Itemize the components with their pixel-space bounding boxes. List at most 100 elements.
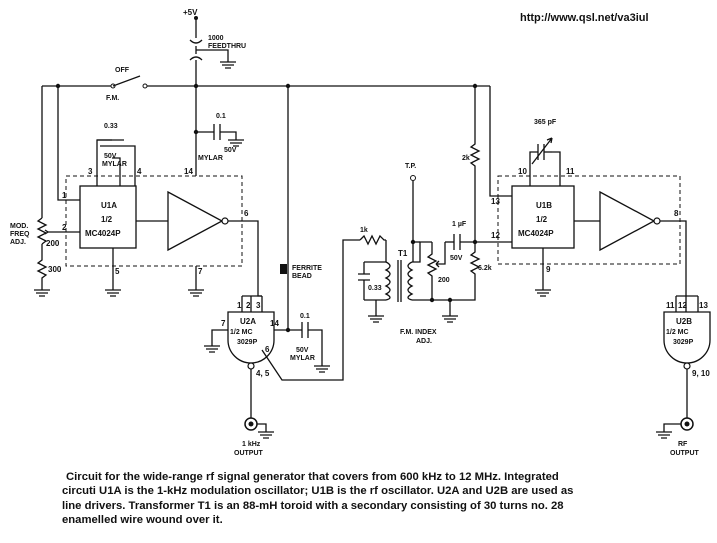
u1a-pin4: 4	[137, 167, 142, 176]
u2a-driver: U2A 1/2 MC 3029P 1 2 3 7 14 0.1 50V MYLA…	[204, 239, 360, 457]
fm-index-label-2: ADJ.	[416, 338, 432, 345]
ground-symbol	[314, 365, 330, 373]
c3-plates	[301, 322, 309, 338]
mod-label-1: MOD.	[10, 223, 28, 230]
u1a-half: 1/2	[101, 215, 113, 224]
r300-zigzag	[36, 244, 48, 290]
u1b-inverter-bubble	[653, 217, 661, 225]
supply-terminal	[194, 16, 198, 20]
supply-label: +5V	[183, 8, 198, 17]
c365-variable-arrow	[531, 137, 553, 165]
u1a-pin7: 7	[198, 267, 203, 276]
pot-200-label: 200	[46, 239, 60, 248]
c033-label: 0.33	[368, 285, 382, 292]
mod-label-2: FREQ	[10, 231, 30, 238]
u1b-name: U1B	[536, 201, 552, 210]
u1a-inverter-bubble	[221, 217, 229, 225]
u2b-gate-body	[663, 311, 711, 364]
u2b-pin12: 12	[678, 301, 687, 310]
circuit-wire	[552, 151, 561, 186]
u2a-pin2: 2	[246, 301, 251, 310]
u1a-pin5: 5	[115, 267, 120, 276]
c1-value: 0.33	[104, 123, 118, 130]
t1-core	[397, 260, 402, 302]
switch-contact-off	[142, 83, 148, 89]
feedthru-plate-bottom	[189, 56, 203, 61]
u2b-pin11: 11	[666, 301, 675, 310]
u2b-half: 1/2 MC	[666, 329, 689, 336]
caption-line-2: circuti U1A is the 1-kHz modulation osci…	[62, 485, 574, 498]
circuit-wire	[211, 329, 228, 346]
c2-rating: 50V	[224, 147, 237, 154]
t1-label: T1	[398, 249, 408, 258]
junction-dot	[248, 421, 254, 427]
u1a-output-wire	[228, 220, 262, 297]
ferrite-label-2: BEAD	[292, 273, 312, 280]
c033-symbol	[358, 262, 370, 300]
ground-symbol	[105, 289, 121, 297]
u1a-part: MC4024P	[85, 229, 121, 238]
ground-symbol	[656, 431, 672, 439]
ground-symbol	[442, 315, 458, 323]
ground-symbol	[188, 289, 204, 297]
circuit-wire	[44, 229, 49, 235]
circuit-wire	[220, 131, 237, 140]
u2a-pin3: 3	[256, 301, 261, 310]
circuit-wire	[57, 86, 80, 201]
c4-rating: 50V	[450, 255, 463, 262]
junction-dot	[285, 327, 291, 333]
out1-label-2: OUTPUT	[234, 450, 264, 457]
circuit-wire	[112, 157, 121, 186]
supply-section: +5V 1000 FEEDTHRU	[183, 8, 246, 86]
u1b-pin12: 12	[491, 231, 500, 240]
figure-caption: Circuit for the wide-range rf signal gen…	[62, 470, 708, 528]
out1-label-1: 1 kHz	[242, 441, 261, 448]
u1b-box	[511, 185, 575, 249]
feedthru-plate-top	[189, 39, 203, 44]
u1b-pin13: 13	[491, 197, 500, 206]
u1b-pin9: 9	[546, 265, 551, 274]
mod-freq-adjust: MOD. FREQ ADJ. 200 300	[10, 86, 62, 297]
c1-plates	[100, 139, 124, 147]
u2b-pin910: 9, 10	[692, 369, 710, 378]
u1a-box	[79, 185, 137, 249]
caption-line-3: line drivers. Transformer T1 is an 88-mH…	[62, 499, 564, 512]
circuit-wire	[675, 295, 699, 312]
ferrite-bead: FERRITE BEAD	[280, 86, 322, 330]
feedthru-value: 1000	[208, 35, 224, 42]
u1a-pin3: 3	[88, 167, 93, 176]
feedthru-type: FEEDTHRU	[208, 43, 246, 50]
junction-dot	[684, 421, 690, 427]
u2a-pin1: 1	[237, 301, 242, 310]
out2-label-2: OUTPUT	[670, 450, 700, 457]
u2a-part: 3029P	[237, 339, 258, 346]
pot-fm-zigzag	[426, 242, 438, 298]
c365-label: 365 pF	[534, 119, 557, 126]
tp-label: T.P.	[405, 163, 416, 170]
r300-label: 300	[48, 265, 62, 274]
u2a-pin45: 4, 5	[256, 369, 270, 378]
ground-symbol	[368, 315, 384, 323]
fm-modulation-section: 1k 0.33 T1 T.P. 200 F.M. INDEX ADJ. 1 µF	[358, 86, 512, 345]
circuit-wire	[257, 423, 267, 432]
u1b-half: 1/2	[536, 215, 548, 224]
circuit-wire	[440, 242, 446, 265]
circuit-wire	[529, 151, 538, 186]
c4-value: 1 µF	[452, 221, 467, 228]
out2-label-1: RF	[678, 441, 688, 448]
c1-rating: 50V	[104, 153, 117, 160]
u2a-pin6: 6	[265, 345, 270, 354]
bead-block	[280, 264, 287, 274]
u1b-pin8: 8	[674, 209, 679, 218]
u1b-output-wire	[660, 220, 687, 296]
u1a-name: U1A	[101, 201, 117, 210]
u1b-outline	[497, 175, 681, 265]
ferrite-label-1: FERRITE	[292, 265, 322, 272]
circuit-wire	[241, 296, 263, 312]
caption-line-1: Circuit for the wide-range rf signal gen…	[66, 471, 559, 483]
u1a-pin14: 14	[184, 167, 193, 176]
r6k2-zigzag	[450, 242, 481, 301]
r1k-label: 1k	[360, 227, 368, 234]
u2a-name: U2A	[240, 317, 256, 326]
